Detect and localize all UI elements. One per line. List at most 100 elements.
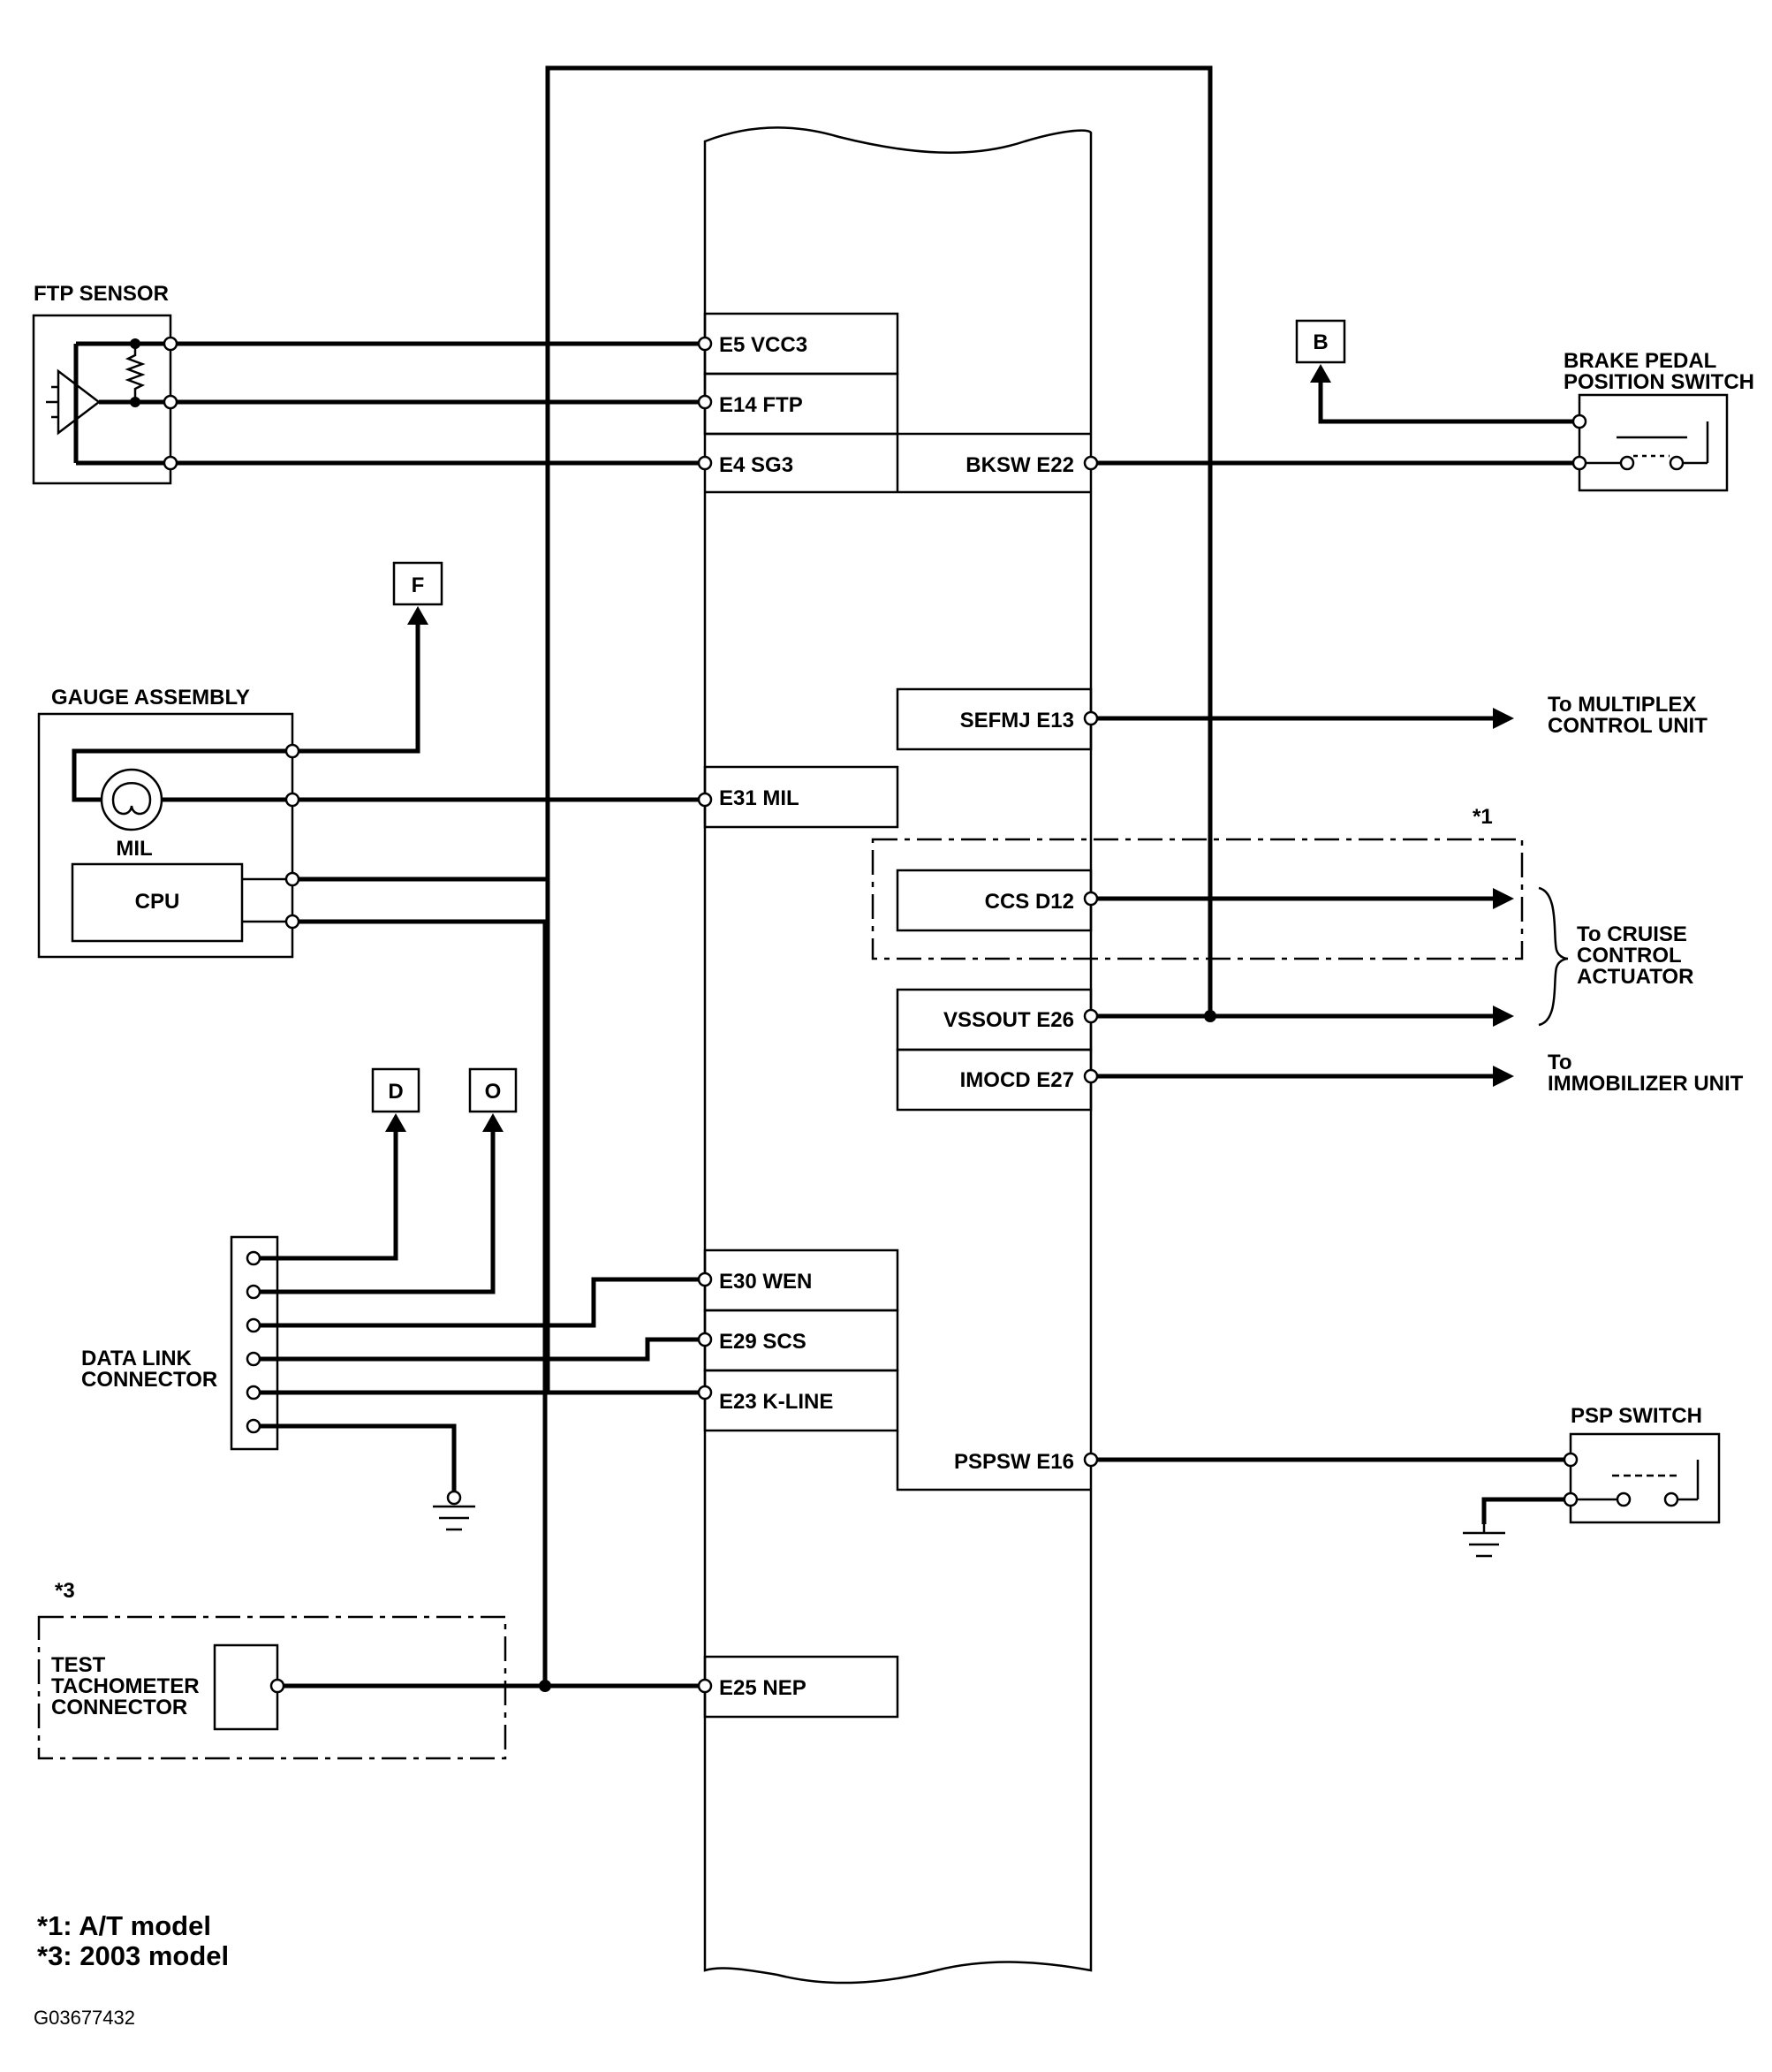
ecm-pin-e27 (1083, 1068, 1099, 1084)
arrow-up-icon (482, 1113, 504, 1132)
gauge-pin-4 (284, 914, 300, 930)
pin-box-e16-frame (896, 1431, 1091, 1491)
ecm-pin-e5 (697, 336, 713, 352)
star3-marker: *3 (55, 1579, 75, 1603)
psp-pin-1 (1563, 1452, 1579, 1468)
arrow-right-icon (1493, 888, 1514, 909)
pin-label-e29: E29 SCS (719, 1330, 806, 1354)
gauge-pin-3 (284, 871, 300, 887)
ftp-sensor-symbol (46, 338, 170, 466)
gauge-assembly-box (37, 712, 294, 959)
pin-label-e27: IMOCD E27 (960, 1068, 1074, 1092)
ftp-sensor-box (32, 314, 172, 485)
arrow-up-icon (407, 606, 428, 625)
ground-icon (1463, 1524, 1505, 1558)
connector-b (1295, 319, 1346, 364)
test-tach-connector-body (213, 1643, 279, 1731)
ftp-sensor-label: FTP SENSOR (34, 282, 169, 306)
ecm-outer-frame (545, 65, 1213, 1392)
gauge-pin-2 (284, 792, 300, 808)
brake-switch-pin-2 (1571, 455, 1587, 471)
arrow-right-icon (1493, 1006, 1514, 1027)
wire-dlc-o (260, 1132, 496, 1294)
pin-box-e23 (703, 1369, 899, 1432)
test-tach-label-2: TACHOMETER (51, 1674, 200, 1698)
immobilizer-label-1: To (1548, 1051, 1572, 1074)
footnote-1: *1: A/T model (37, 1910, 211, 1941)
psp-switch-label: PSP SWITCH (1571, 1404, 1702, 1428)
ftp-pin-1 (163, 336, 178, 352)
pin-label-e25: E25 NEP (719, 1676, 806, 1700)
ftp-pin-2 (163, 394, 178, 410)
brake-switch-box (1578, 393, 1729, 492)
pin-label-e4: E4 SG3 (719, 453, 793, 477)
pin-label-e14: E14 FTP (719, 393, 803, 417)
arrow-up-icon (385, 1113, 406, 1132)
wire-dlc-d (260, 1132, 398, 1261)
connector-d-label: D (388, 1080, 403, 1104)
cruise-label-3: ACTUATOR (1577, 965, 1693, 989)
psp-contact-2 (1663, 1491, 1679, 1507)
star1-marker: *1 (1473, 805, 1493, 829)
pin-label-e13: SEFMJ E13 (960, 709, 1074, 732)
ground-pin (446, 1490, 462, 1506)
ecm-pin-e30 (697, 1271, 713, 1287)
ecm-pin-e31 (697, 792, 713, 808)
pin-label-e16: PSPSW E16 (954, 1450, 1074, 1474)
dlc-pin-5 (246, 1385, 261, 1400)
cruise-brace (1538, 886, 1569, 1027)
multiplex-label-1: To MULTIPLEX (1548, 693, 1696, 717)
test-tach-pin (269, 1678, 285, 1694)
cruise-label-2: CONTROL (1577, 944, 1682, 968)
cpu-box (71, 862, 244, 943)
dlc-pin-2 (246, 1284, 261, 1300)
connector-d (371, 1067, 420, 1113)
ftp-pin-3 (163, 455, 178, 471)
psp-contact-1 (1616, 1491, 1632, 1507)
at-model-dashed-box (871, 838, 1524, 960)
brake-switch-label-2: POSITION SWITCH (1564, 370, 1754, 394)
mil-lamp-icon (100, 768, 163, 831)
pin-label-e26: VSSOUT E26 (943, 1008, 1074, 1032)
ecm-pin-e23 (697, 1385, 713, 1400)
brake-switch-pin-1 (1571, 414, 1587, 429)
connector-b-label: B (1313, 330, 1328, 354)
connector-f (392, 561, 443, 606)
connector-f-label: F (412, 573, 425, 597)
arrow-up-icon (1310, 364, 1331, 383)
test-tach-label-3: CONNECTOR (51, 1696, 187, 1719)
wire-dlc-ground (260, 1423, 457, 1493)
ecm-pin-e13 (1083, 710, 1099, 726)
mil-filament (111, 782, 152, 816)
pin-label-e5: E5 VCC3 (719, 333, 807, 357)
dlc-label-1: DATA LINK (81, 1347, 193, 1370)
ground-icon (433, 1505, 475, 1531)
wire-cpu-nep (299, 919, 548, 1686)
test-tach-label-1: TEST (51, 1653, 106, 1677)
dlc-body (230, 1235, 279, 1451)
ecm-pin-e22 (1083, 455, 1099, 471)
ecm-pin-e29 (697, 1332, 713, 1347)
connector-o (468, 1067, 518, 1113)
pin-label-e22: BKSW E22 (966, 453, 1074, 477)
ecm-pin-e25 (697, 1678, 713, 1694)
dlc-pin-6 (246, 1418, 261, 1434)
connector-o-label: O (485, 1080, 502, 1104)
wire-dlc-scs (260, 1337, 700, 1362)
footnote-2: *3: 2003 model (37, 1940, 229, 1971)
pin-label-e23: E23 K-LINE (719, 1390, 833, 1414)
wire-to-f (297, 625, 420, 754)
ecm-pin-d12 (1083, 891, 1099, 907)
ecm-pin-e16 (1083, 1452, 1099, 1468)
arrow-right-icon (1493, 1066, 1514, 1087)
wire-psp-ground (1481, 1497, 1564, 1524)
gauge-pin-1 (284, 743, 300, 759)
psp-pin-2 (1563, 1491, 1579, 1507)
dlc-pin-1 (246, 1250, 261, 1266)
arrow-right-icon (1493, 708, 1514, 729)
cruise-label-1: To CRUISE (1577, 922, 1687, 946)
figure-id: G03677432 (34, 2007, 135, 2029)
splice-junction (1204, 1010, 1216, 1022)
pin-label-d12: CCS D12 (985, 890, 1074, 914)
dlc-pin-3 (246, 1317, 261, 1333)
